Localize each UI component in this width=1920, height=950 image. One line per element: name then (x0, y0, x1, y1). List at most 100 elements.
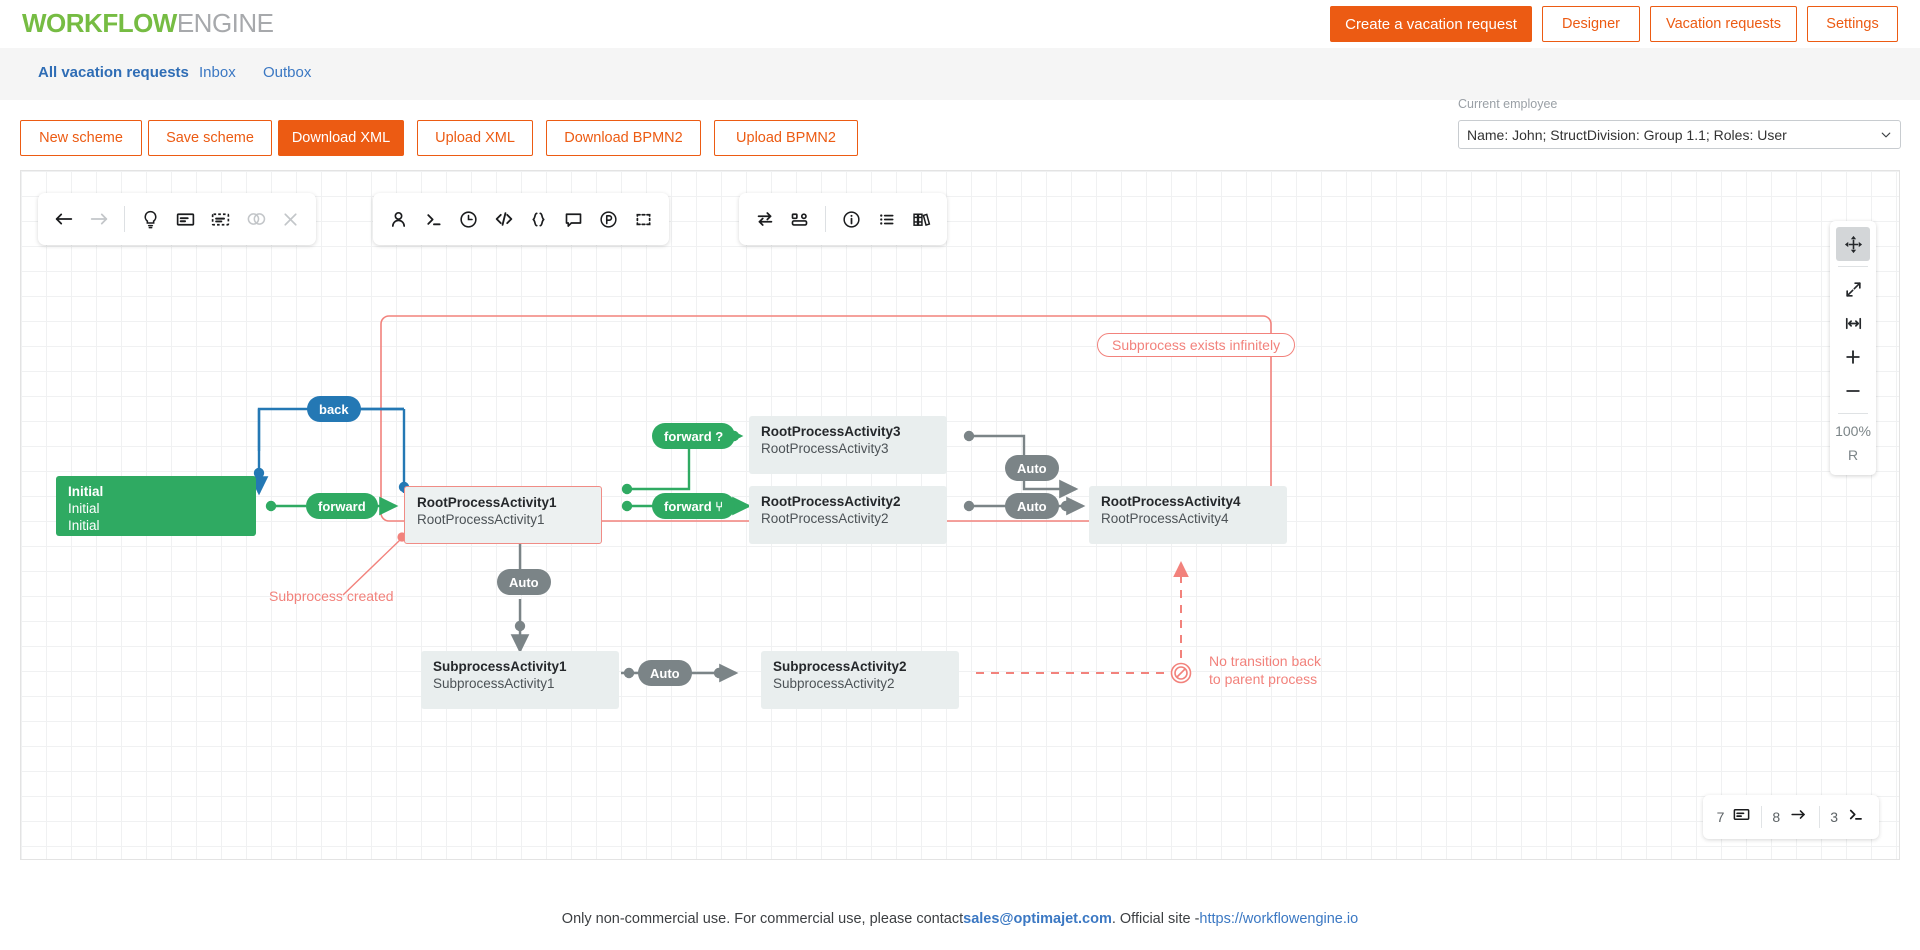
designer-canvas[interactable]: Initial Initial Initial RootProcessActiv… (20, 170, 1900, 860)
save-scheme-button[interactable]: Save scheme (148, 120, 272, 156)
node-subprocessactivity2[interactable]: SubprocessActivity2 SubprocessActivity2 (761, 651, 959, 709)
footer-text-middle: . Official site - (1111, 911, 1200, 927)
transition-arrow-icon (1788, 805, 1809, 829)
node-title: RootProcessActivity3 (761, 424, 901, 439)
transition-label-forward-conditional[interactable]: forward ? (652, 423, 736, 449)
page-footer: Only non-commercial use. For commercial … (0, 888, 1920, 950)
select-region-icon[interactable] (203, 202, 238, 237)
counter-divider (1819, 806, 1821, 828)
redo-icon[interactable] (81, 202, 116, 237)
node-subtitle: SubprocessActivity2 (773, 675, 895, 691)
editor-toolbar-activities (373, 193, 669, 245)
scheme-counters: 7 8 3 (1702, 795, 1879, 839)
user-icon[interactable] (381, 202, 416, 237)
library-icon[interactable] (904, 202, 939, 237)
sub-navigation-bar: All vacation requests Inbox Outbox Curre… (0, 48, 1920, 149)
comment-icon[interactable] (556, 202, 591, 237)
create-vacation-request-button[interactable]: Create a vacation request (1330, 6, 1532, 42)
footer-text-before: Only non-commercial use. For commercial … (561, 911, 964, 927)
pan-icon[interactable] (1836, 227, 1870, 261)
upload-xml-button[interactable]: Upload XML (417, 120, 533, 156)
swap-icon[interactable] (747, 202, 782, 237)
transition-label-auto-rpa3-rpa4[interactable]: Auto (1005, 455, 1059, 481)
activity-icon (1732, 805, 1751, 829)
fit-width-icon[interactable] (1836, 306, 1870, 340)
parameter-icon[interactable] (591, 202, 626, 237)
designer-button[interactable]: Designer (1542, 6, 1640, 42)
editor-toolbar-tools (739, 193, 947, 245)
app-header: WORKFLOWENGINE Create a vacation request… (0, 0, 1920, 48)
settings-button[interactable]: Settings (1807, 6, 1898, 42)
list-icon[interactable] (869, 202, 904, 237)
transition-label-auto-rpa1-sub1[interactable]: Auto (497, 569, 551, 595)
node-rootprocessactivity1[interactable]: RootProcessActivity1 RootProcessActivity… (404, 486, 602, 544)
info-icon[interactable] (834, 202, 869, 237)
node-title: RootProcessActivity1 (417, 495, 557, 510)
upload-bpmn2-button[interactable]: Upload BPMN2 (714, 120, 858, 156)
layout-icon[interactable] (782, 202, 817, 237)
node-subtitle: SubprocessActivity1 (433, 675, 555, 691)
undo-icon[interactable] (46, 202, 81, 237)
annotation-line-1: No transition back (1209, 653, 1322, 669)
vacation-requests-button[interactable]: Vacation requests (1650, 6, 1797, 42)
note-icon[interactable] (168, 202, 203, 237)
fit-screen-icon[interactable] (1836, 272, 1870, 306)
counter-commands-value: 3 (1830, 809, 1838, 825)
download-bpmn2-button[interactable]: Download BPMN2 (546, 120, 701, 156)
zoom-divider (1838, 266, 1868, 267)
node-rootprocessactivity4[interactable]: RootProcessActivity4 RootProcessActivity… (1089, 486, 1287, 544)
terminal-icon[interactable] (416, 202, 451, 237)
counter-activities: 7 (1717, 805, 1752, 829)
node-initial[interactable]: Initial Initial Initial (56, 476, 256, 536)
footer-email-link[interactable]: sales@optimajet.com (963, 911, 1112, 927)
node-subtitle: RootProcessActivity4 (1101, 510, 1229, 526)
node-subtitle: RootProcessActivity2 (761, 510, 889, 526)
node-subtitle: RootProcessActivity3 (761, 440, 889, 456)
toolbar-divider (825, 206, 826, 232)
zoom-level-label[interactable]: 100% (1835, 423, 1871, 439)
timer-icon[interactable] (451, 202, 486, 237)
logo-primary-text: WORKFLOW (22, 8, 177, 38)
current-employee-select[interactable]: Name: John; StructDivision: Group 1.1; R… (1458, 120, 1901, 149)
node-subtitle: RootProcessActivity1 (417, 511, 545, 527)
nav-inbox[interactable]: Inbox (199, 64, 236, 81)
current-employee-value: Name: John; StructDivision: Group 1.1; R… (1467, 126, 1787, 143)
counter-activities-value: 7 (1716, 809, 1725, 825)
zoom-divider (1838, 413, 1868, 414)
footer-site-link[interactable]: https://workflowengine.io (1199, 911, 1359, 927)
node-rootprocessactivity2[interactable]: RootProcessActivity2 RootProcessActivity… (749, 486, 947, 544)
braces-icon[interactable] (521, 202, 556, 237)
nav-outbox[interactable]: Outbox (263, 64, 312, 81)
node-title: RootProcessActivity4 (1101, 494, 1241, 509)
close-icon[interactable] (273, 202, 308, 237)
current-employee-label: Current employee (1458, 97, 1558, 111)
download-xml-button[interactable]: Download XML (278, 120, 404, 156)
transition-label-auto-rpa2-rpa4[interactable]: Auto (1005, 493, 1059, 519)
lightbulb-icon[interactable] (133, 202, 168, 237)
transition-label-back[interactable]: back (307, 396, 361, 422)
transition-label-forward-fork[interactable]: forward ⑂ (652, 493, 736, 519)
toggle-icon[interactable] (238, 202, 273, 237)
code-icon[interactable] (486, 202, 521, 237)
node-rootprocessactivity3[interactable]: RootProcessActivity3 RootProcessActivity… (749, 416, 947, 474)
transition-label-forward[interactable]: forward (306, 493, 378, 519)
transition-label-auto-sub1-sub2[interactable]: Auto (638, 660, 692, 686)
command-terminal-icon (1846, 805, 1865, 829)
counter-transitions-value: 8 (1772, 809, 1781, 825)
counter-divider (1761, 806, 1763, 828)
node-title: RootProcessActivity2 (761, 494, 901, 509)
logo-secondary-text: ENGINE (176, 8, 274, 38)
zoom-reset-button[interactable]: R (1847, 447, 1859, 463)
node-subtitle: Initial (68, 500, 100, 516)
annotation-line-2: to parent process (1209, 671, 1318, 688)
zoom-in-icon[interactable] (1836, 340, 1870, 374)
diagram-connections-layer (249, 315, 1272, 684)
annotation-subprocess-infinite: Subprocess exists infinitely (1097, 333, 1296, 357)
dashed-rect-icon[interactable] (626, 202, 661, 237)
nav-all-vacation-requests[interactable]: All vacation requests (38, 64, 189, 81)
node-subprocessactivity1[interactable]: SubprocessActivity1 SubprocessActivity1 (421, 651, 619, 709)
annotation-subprocess-created: Subprocess created (269, 588, 394, 604)
node-extra: Initial (68, 517, 100, 533)
new-scheme-button[interactable]: New scheme (20, 120, 142, 156)
zoom-out-icon[interactable] (1836, 374, 1870, 408)
